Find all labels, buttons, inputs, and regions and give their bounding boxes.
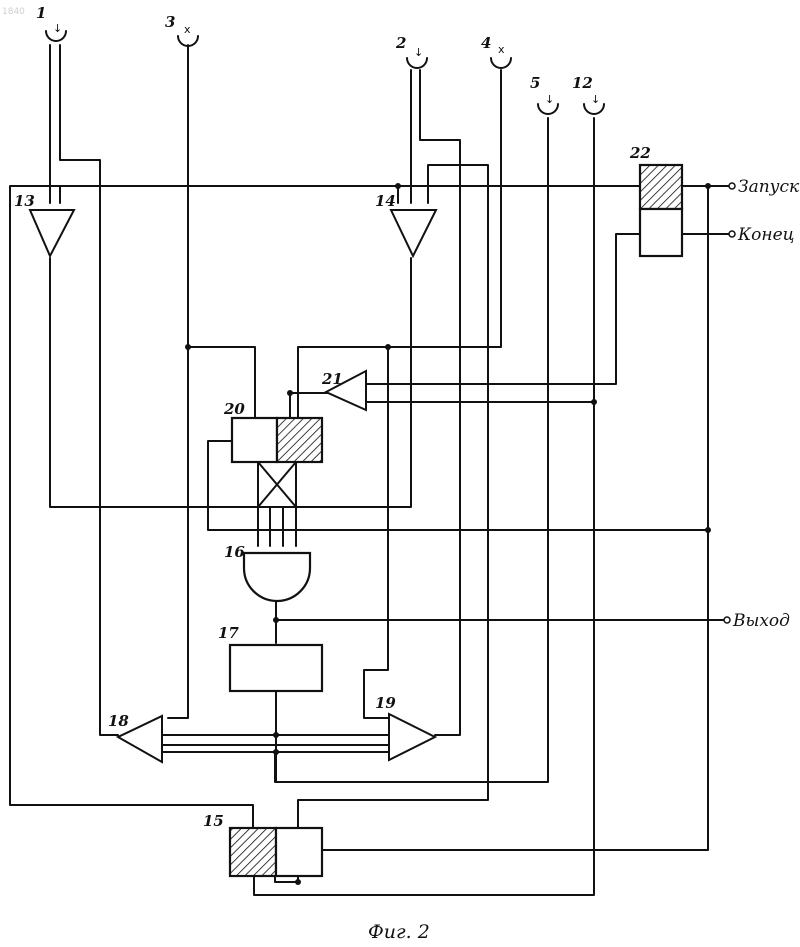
- sensor-4: x 4: [481, 34, 511, 68]
- sensor-12: ↓ 12: [572, 74, 604, 114]
- block-13-label: 13: [14, 192, 35, 210]
- block-21-label: 21: [321, 370, 343, 388]
- terminal-end: Конец: [729, 225, 795, 245]
- block-16: 16: [224, 543, 310, 601]
- sensor-3: x 3: [165, 13, 198, 46]
- sensor-3-label: 3: [165, 13, 175, 31]
- terminal-start-label: Запуск: [738, 177, 800, 197]
- block-22-label: 22: [629, 144, 651, 162]
- block-18-label: 18: [108, 712, 129, 730]
- sensor-12-label: 12: [572, 74, 593, 92]
- terminal-start: Запуск: [729, 177, 800, 197]
- terminal-output-label: Выход: [732, 611, 790, 631]
- block-13: 13: [14, 192, 74, 256]
- sensor-2-symbol: ↓: [414, 46, 423, 59]
- sensor-5-symbol: ↓: [545, 93, 554, 106]
- junctions: [185, 183, 711, 885]
- wiring: [10, 45, 730, 895]
- block-16-label: 16: [224, 543, 245, 561]
- sensor-1-symbol: ↓: [53, 22, 62, 35]
- sensor-5-label: 5: [530, 74, 540, 92]
- sensor-5: ↓ 5: [530, 74, 558, 114]
- sensor-4-label: 4: [481, 34, 491, 52]
- block-17: 17: [218, 624, 322, 691]
- sensor-3-symbol: x: [184, 23, 191, 36]
- block-19: 19: [375, 694, 435, 760]
- corner-text: 1840: [2, 7, 25, 17]
- block-22: 22: [629, 144, 682, 256]
- sensor-12-symbol: ↓: [591, 93, 600, 106]
- block-18: 18: [108, 712, 162, 762]
- block-21: 21: [321, 370, 366, 410]
- block-19-label: 19: [375, 694, 396, 712]
- block-14: 14: [375, 192, 436, 256]
- sensor-4-symbol: x: [498, 43, 505, 56]
- sensor-2-label: 2: [395, 34, 406, 52]
- block-20-label: 20: [223, 400, 245, 418]
- block-20: 20: [223, 400, 322, 462]
- terminal-output: Выход: [724, 611, 790, 631]
- sensor-2: ↓ 2: [395, 34, 427, 68]
- block-15-label: 15: [203, 812, 224, 830]
- sensor-1-label: 1: [36, 4, 46, 22]
- terminal-end-label: Конец: [737, 225, 795, 245]
- block-17-label: 17: [218, 624, 239, 642]
- block-14-label: 14: [375, 192, 396, 210]
- block-15: 15: [203, 812, 322, 876]
- sensor-1: ↓ 1: [36, 4, 66, 41]
- figure-caption: Фиг. 2: [368, 921, 430, 943]
